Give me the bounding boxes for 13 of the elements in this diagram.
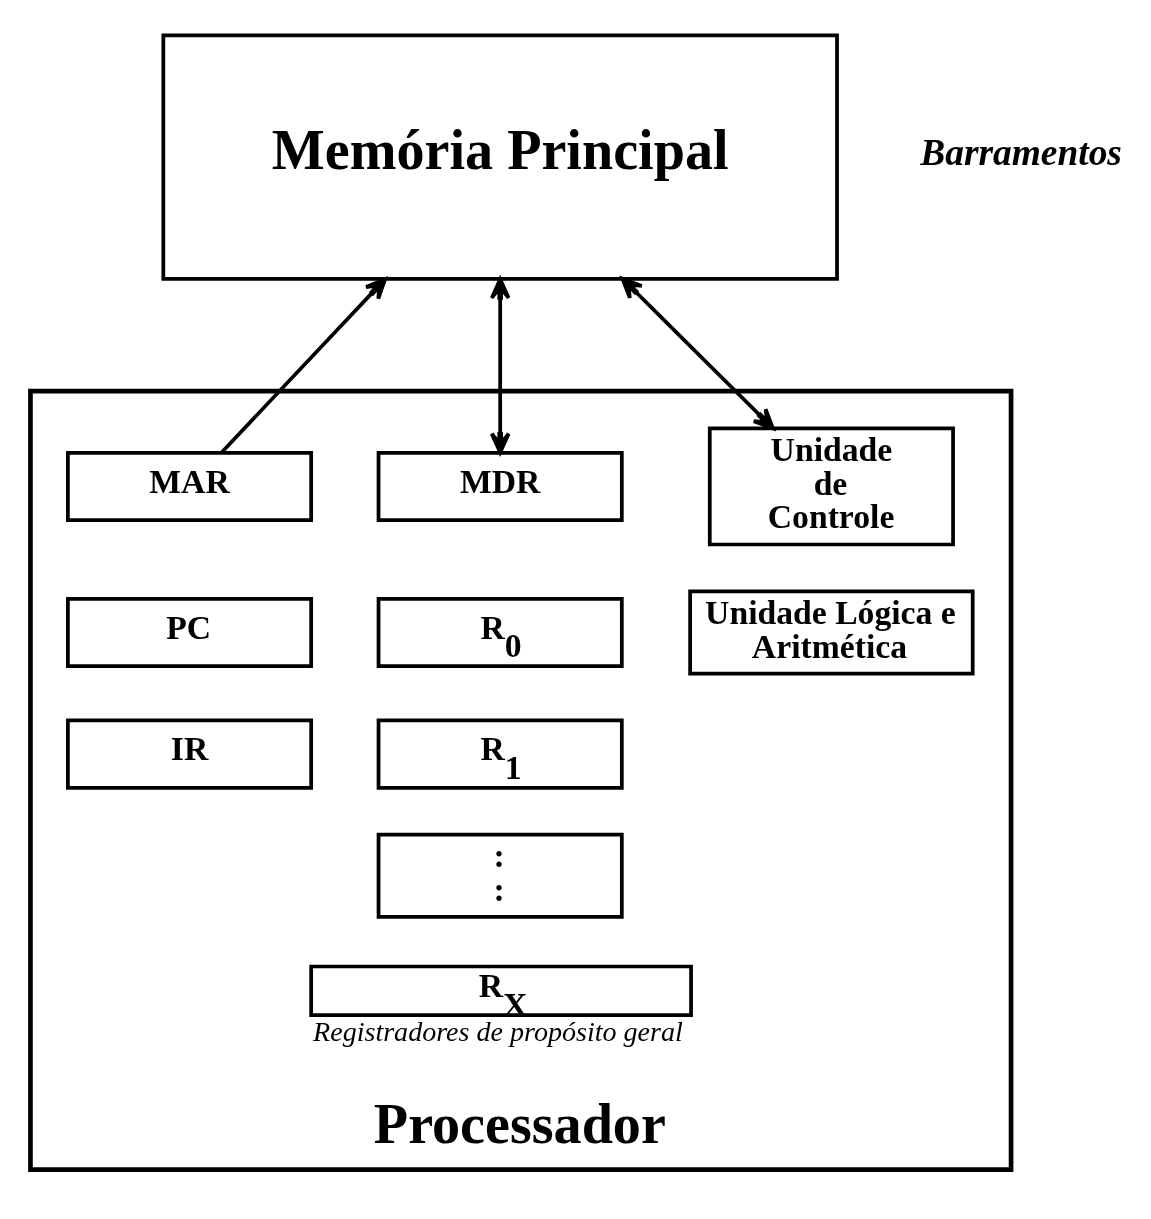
node-box: Unidade de Controle — [707, 426, 955, 546]
node-box: PC — [66, 596, 314, 668]
node-box: MAR — [66, 450, 314, 522]
node-box: : : — [376, 832, 624, 919]
node-box: Memória Principal — [161, 33, 839, 281]
arrow — [620, 276, 775, 430]
label: Barramentos — [920, 131, 1122, 173]
node-label: Registradores de propósito geral — [313, 1015, 683, 1047]
arrow — [220, 276, 387, 454]
node-box: Unidade Lógica e Aritmética — [688, 588, 975, 675]
arrow — [489, 276, 511, 454]
node-box: MDR — [376, 450, 624, 522]
node-box: IR — [66, 718, 314, 790]
